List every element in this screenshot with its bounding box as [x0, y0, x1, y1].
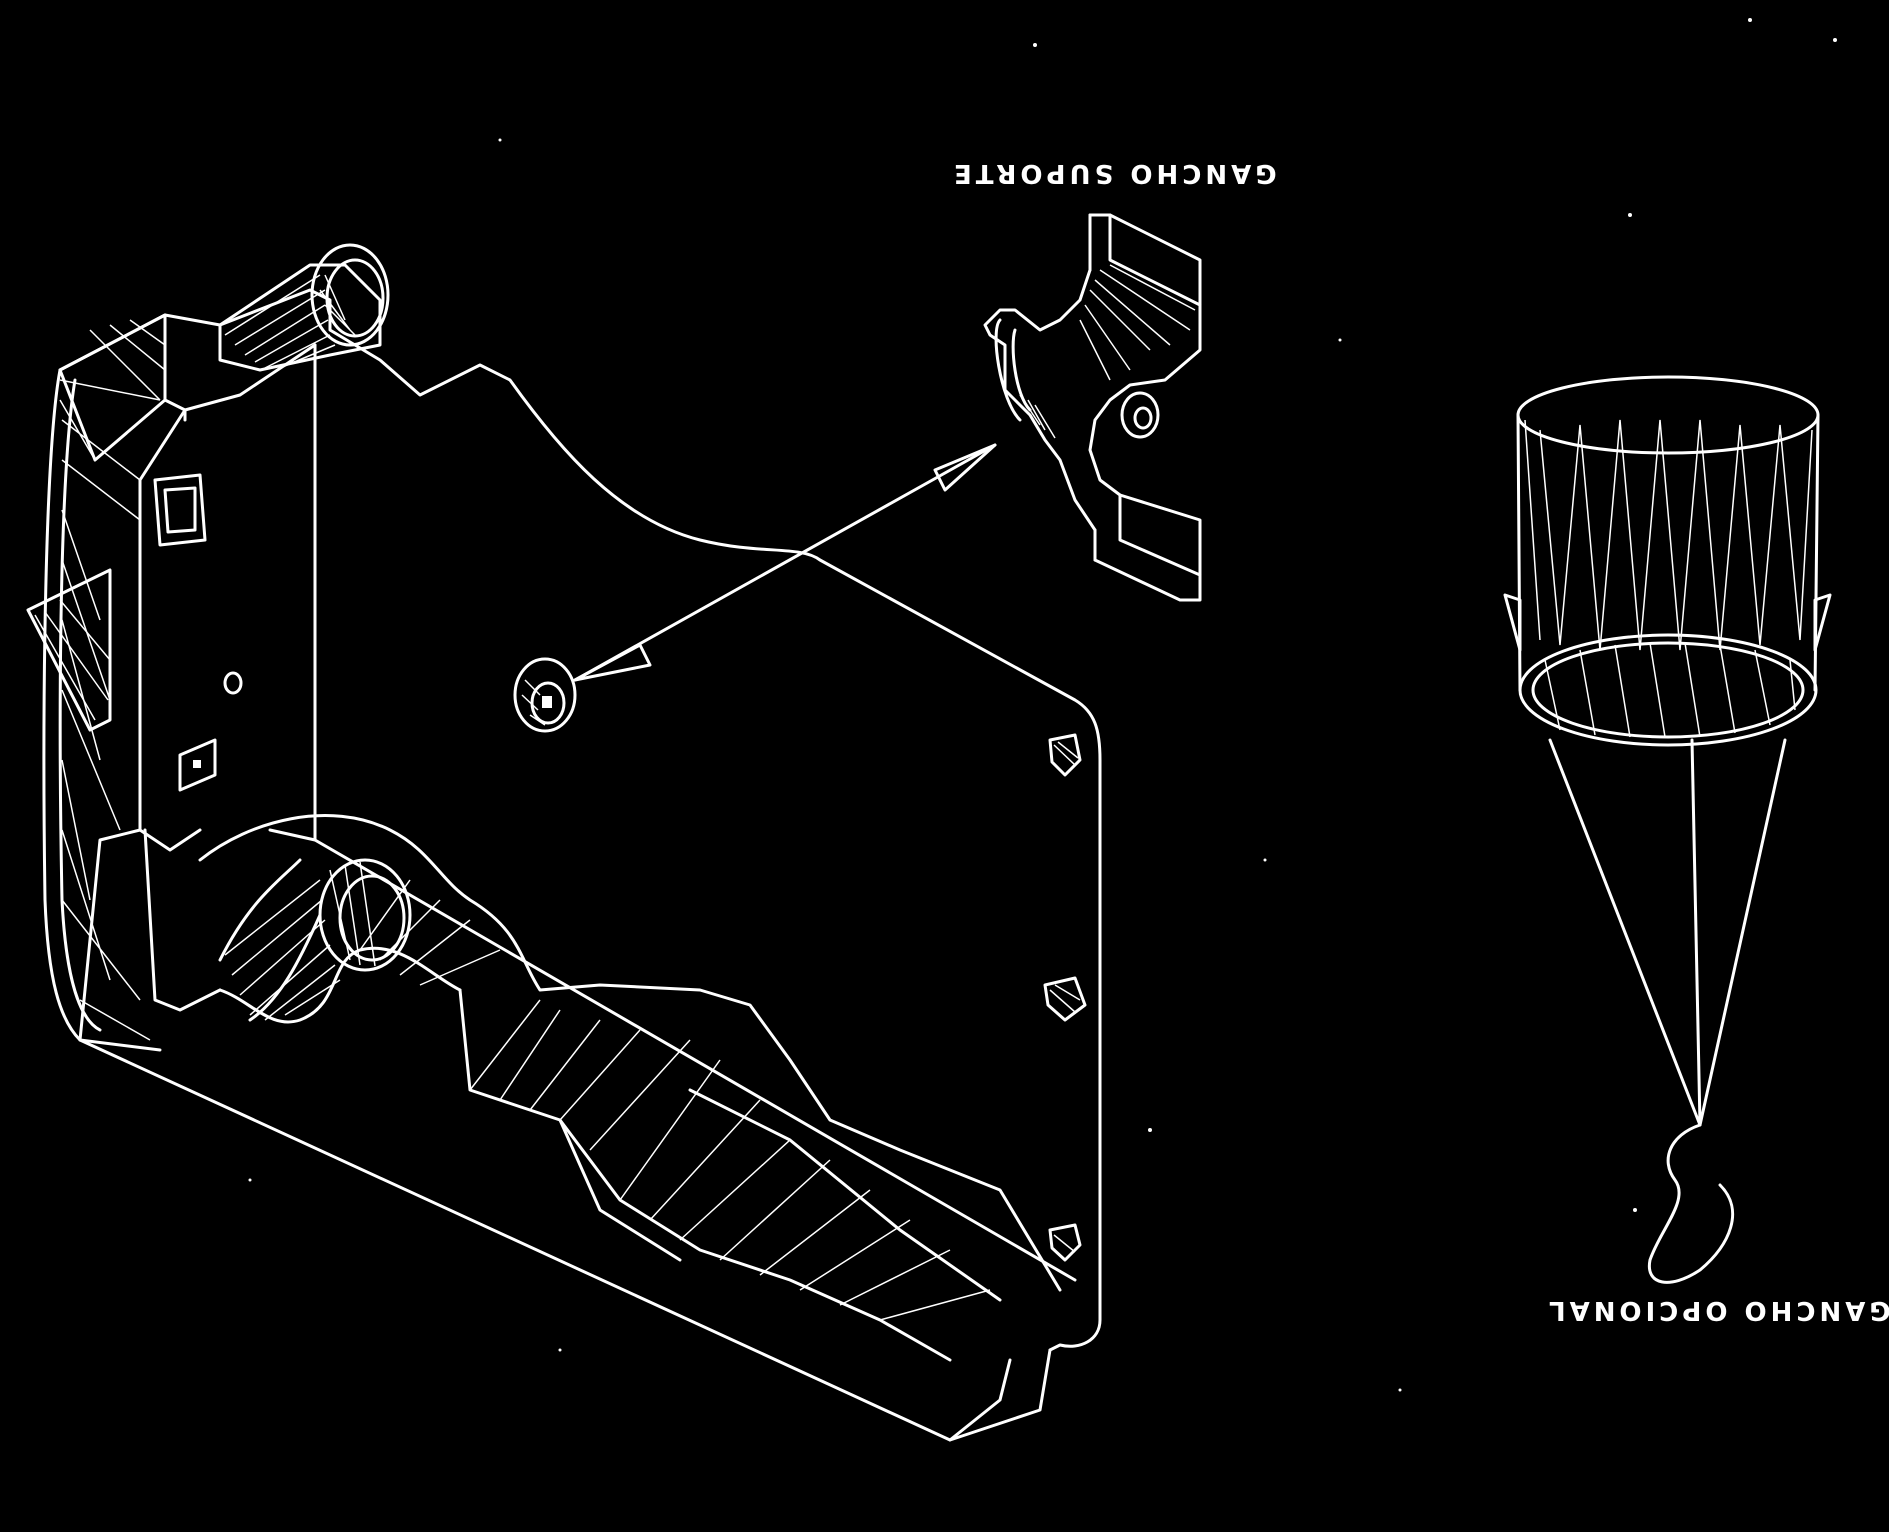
optional-hook-label: GANCHO OPCIONAL [1545, 1295, 1889, 1325]
optional-hook-assembly [1503, 375, 1832, 1284]
mounting-hole [513, 657, 577, 733]
lower-cylinder-boss [218, 858, 412, 1022]
upper-cylinder-boss [218, 243, 390, 372]
support-hook-part [983, 213, 1202, 602]
support-hook-label: GANCHO SUPORTE [950, 158, 1277, 188]
device-housing [26, 288, 1102, 1442]
screw-bosses [1043, 733, 1087, 1262]
assembly-arrow [573, 443, 997, 682]
scan-specks [248, 18, 1837, 1392]
